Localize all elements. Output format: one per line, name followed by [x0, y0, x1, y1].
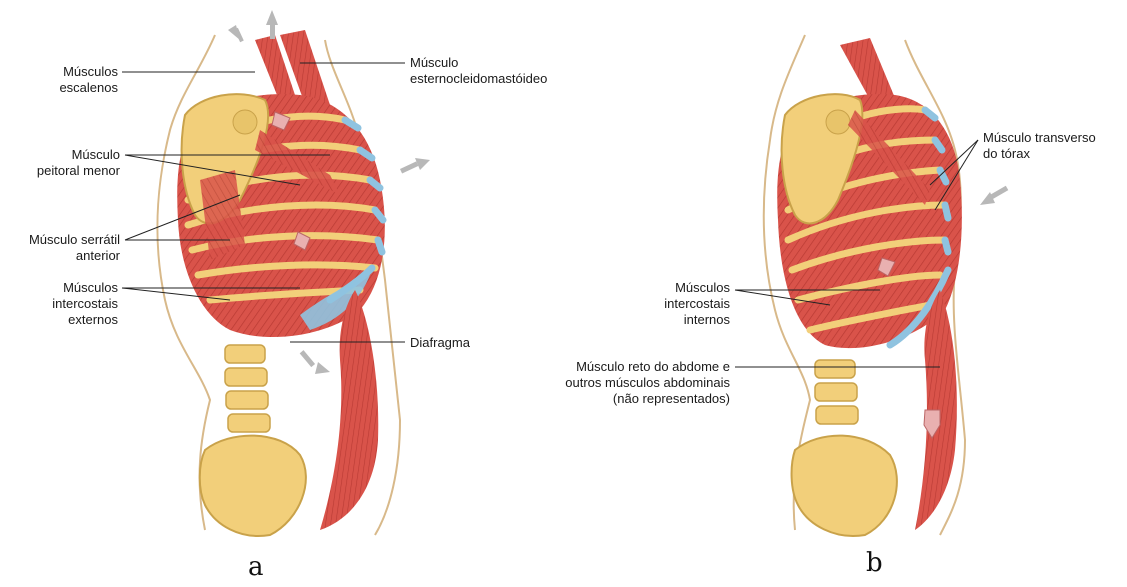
- label-external-intercostals: Músculos intercostais externos: [20, 280, 118, 328]
- pelvis-a: [200, 436, 306, 536]
- spine-a: [225, 345, 270, 432]
- label-transversus-thoracis: Músculo transverso do tórax: [983, 130, 1123, 162]
- spine-b: [815, 360, 858, 424]
- label-pectoralis-minor: Músculo peitoral menor: [20, 147, 120, 179]
- label-sternocleidomastoid: Músculo esternocleidomastóideo: [410, 55, 610, 87]
- panel-letter-a: a: [248, 552, 264, 582]
- panel-letter-b: b: [866, 548, 883, 578]
- label-internal-intercostals: Músculos intercostais internos: [630, 280, 730, 328]
- panel-a-illustration: [122, 10, 430, 536]
- pelvis-b: [792, 436, 897, 536]
- movement-arrows-b: [980, 186, 1008, 205]
- label-diaphragm: Diafragma: [410, 335, 510, 351]
- panel-b-illustration: [735, 35, 1008, 536]
- label-serratus-anterior: Músculo serrátil anterior: [0, 232, 120, 264]
- label-rectus-abdominis: Músculo reto do abdome e outros músculos…: [530, 359, 730, 407]
- label-scalene-muscles: Músculos escalenos: [20, 64, 118, 96]
